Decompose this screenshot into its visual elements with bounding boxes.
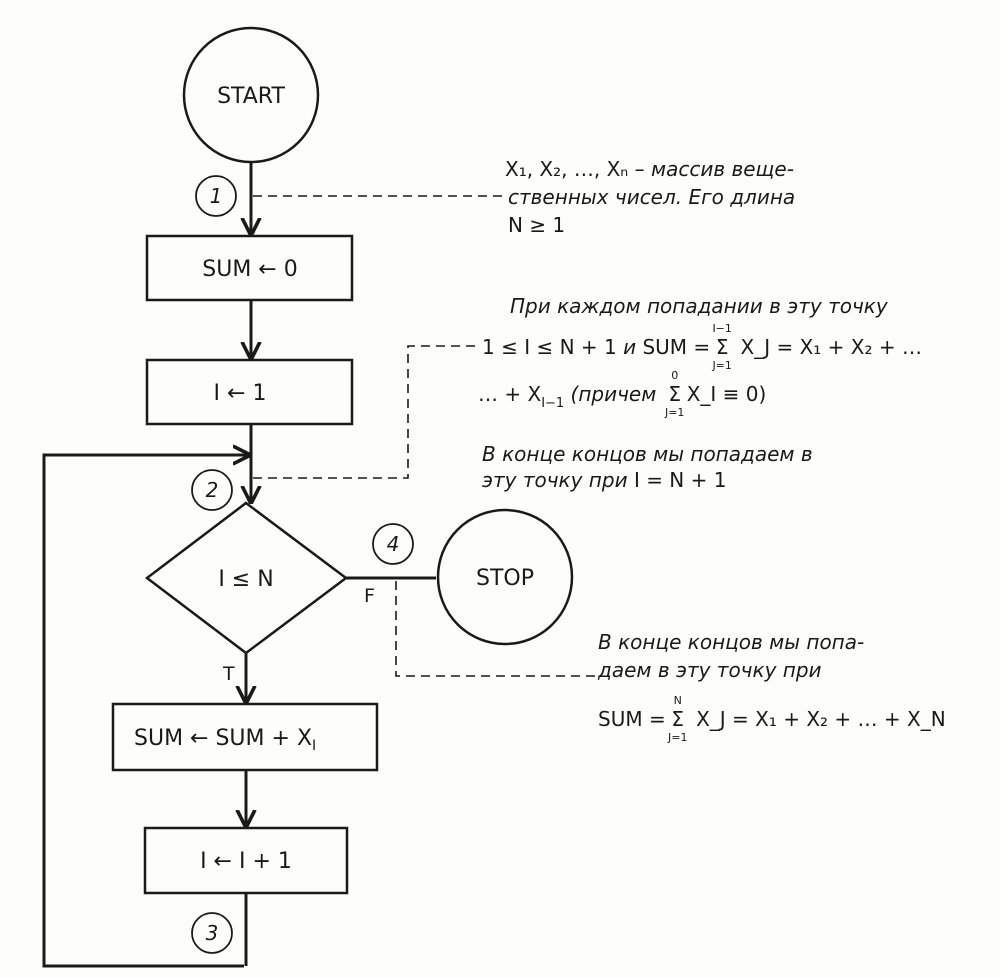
annotation-point-4-line-1: В конце концов мы попа- <box>598 630 865 654</box>
annotation-leader-4 <box>395 581 598 677</box>
process-increment: I ← I + 1 <box>143 826 349 895</box>
checkpoint-1: 1 <box>195 175 237 217</box>
process-init-i: I ← 1 <box>145 358 354 426</box>
annotation-point-1-line-2: ственных чисел. Его длина <box>508 185 796 209</box>
annotation-point-4-line-2: даем в эту точку при <box>598 658 822 682</box>
annotation-point-2-line-1: При каждом попадании в эту точку <box>510 294 888 318</box>
annotation-point-2-line-5: эту точку при I = N + 1 <box>482 468 727 492</box>
loop-back-arrow <box>42 455 249 968</box>
annotation-point-2-line-4: В конце концов мы попадаем в <box>482 442 813 466</box>
checkpoint-3: 3 <box>191 912 233 954</box>
svg-text:SUM ← SUM + XI: SUM ← SUM + XI <box>134 726 316 754</box>
annotation-point-1-line-1: X₁, X₂, …, Xₙ – массив веще- <box>505 157 794 181</box>
svg-text:3: 3 <box>206 921 219 945</box>
process-init-sum: SUM ← 0 <box>145 234 354 302</box>
svg-text:I ← I + 1: I ← I + 1 <box>200 849 292 874</box>
stop-terminal: STOP <box>436 508 574 646</box>
decision-label: I ≤ N <box>218 567 273 592</box>
start-terminal: START <box>182 26 320 164</box>
svg-text:2: 2 <box>206 478 219 502</box>
checkpoint-4: 4 <box>372 523 414 565</box>
svg-text:4: 4 <box>387 532 400 556</box>
process-accumulate: SUM ← SUM + XI <box>111 702 379 772</box>
stop-label: STOP <box>476 566 534 591</box>
annotation-leader-2 <box>253 345 480 479</box>
true-label: T <box>222 663 235 685</box>
start-label: START <box>217 84 285 109</box>
annotation-point-1-line-3: N ≥ 1 <box>508 213 566 237</box>
svg-text:1: 1 <box>210 184 223 208</box>
svg-text:I ← 1: I ← 1 <box>214 381 267 406</box>
svg-text:SUM ← 0: SUM ← 0 <box>202 257 297 282</box>
checkpoint-2: 2 <box>191 469 233 511</box>
false-label: F <box>364 585 375 607</box>
decision-diamond: I ≤ N <box>144 501 349 655</box>
